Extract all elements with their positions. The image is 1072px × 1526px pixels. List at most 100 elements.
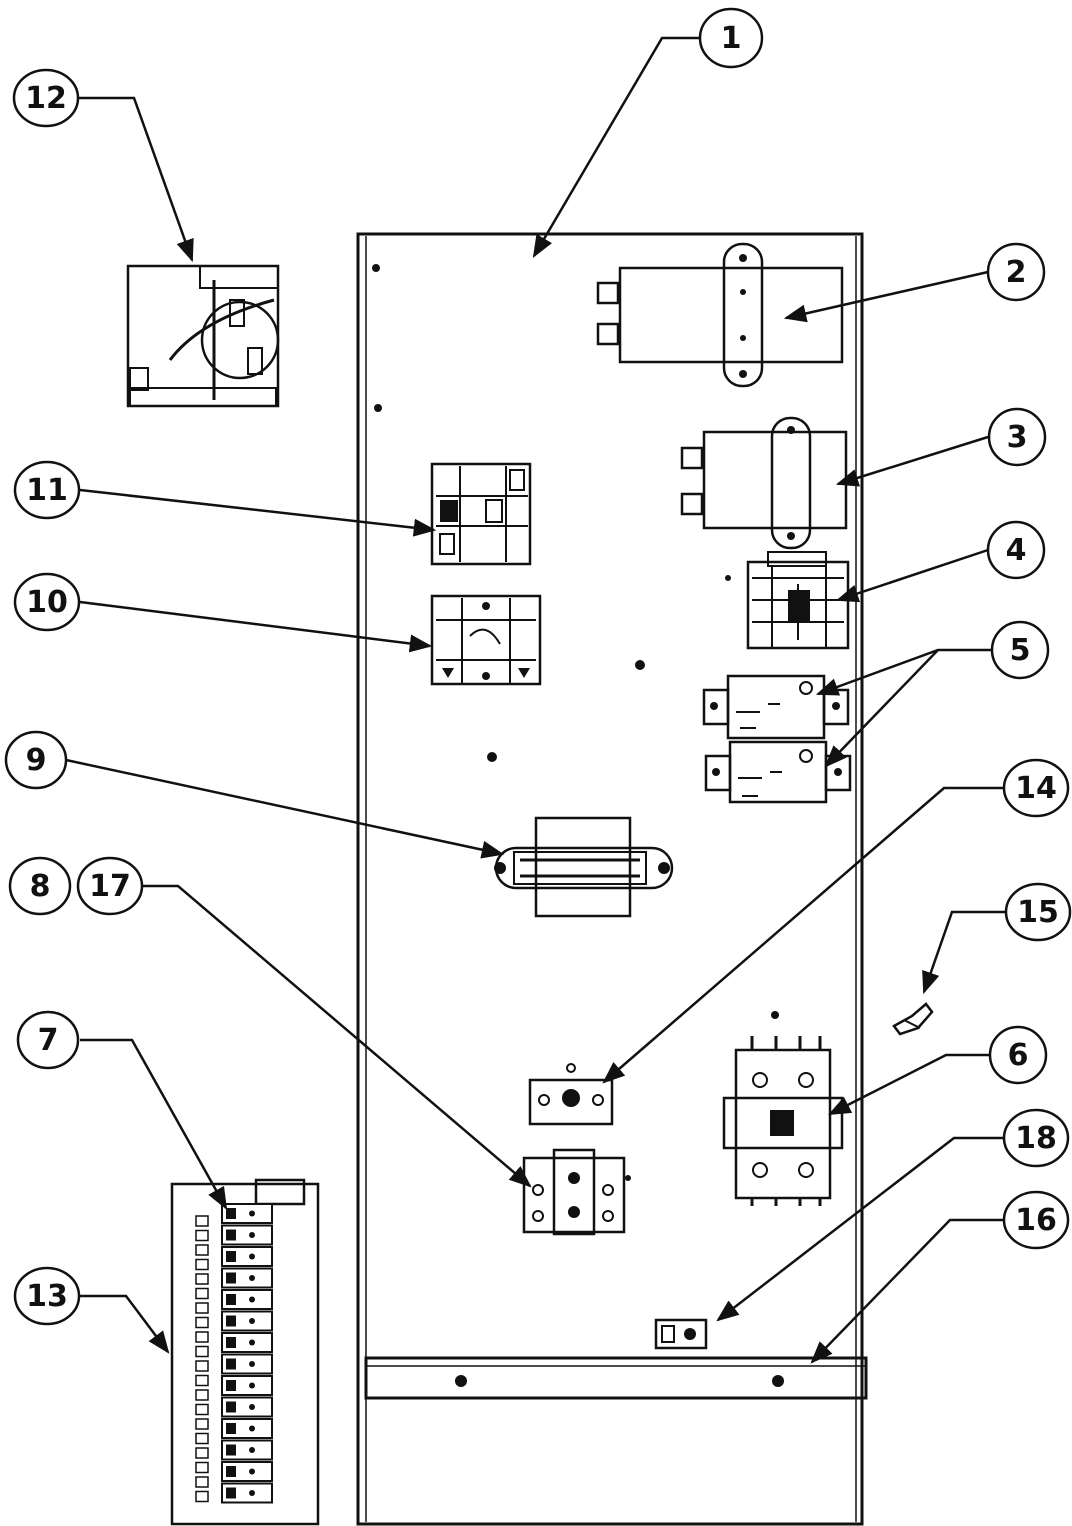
run-capacitor-lower — [680, 416, 848, 550]
tie-point — [195, 1374, 209, 1387]
tie-point — [195, 1331, 209, 1343]
fuse-screw — [249, 1253, 255, 1260]
fuse-clip — [226, 1272, 236, 1284]
callout-14: 14 — [1002, 758, 1070, 818]
fuse-screw — [249, 1296, 255, 1303]
ground-lug-18 — [654, 1318, 708, 1350]
disconnect-switch-12 — [126, 264, 280, 408]
tie-point — [195, 1316, 209, 1329]
callout-8: 8 — [8, 856, 72, 916]
tie-point — [195, 1447, 209, 1459]
svg-text:2: 2 — [1006, 255, 1027, 290]
leader-lines — [65, 36, 1006, 1364]
svg-text:7: 7 — [38, 1023, 59, 1058]
callout-12: 12 — [12, 68, 80, 128]
switch-5-lower — [704, 740, 852, 804]
callout-1: 1 — [698, 7, 764, 69]
fuse-screw — [249, 1232, 255, 1238]
tie-point — [195, 1418, 209, 1430]
callout-10: 10 — [13, 572, 81, 632]
fuse-screw — [249, 1404, 255, 1410]
transformer-9 — [494, 816, 674, 918]
fuse-screw — [249, 1318, 255, 1324]
fuse-screw — [249, 1339, 255, 1346]
fuse-screw — [249, 1468, 255, 1475]
fuse-block-7 — [221, 1203, 273, 1504]
tie-point — [195, 1403, 209, 1416]
tie-point — [195, 1389, 209, 1401]
svg-text:9: 9 — [26, 743, 47, 778]
fuse-clip — [226, 1423, 236, 1434]
svg-text:17: 17 — [89, 869, 131, 904]
svg-text:3: 3 — [1007, 420, 1028, 455]
callout-7: 7 — [16, 1010, 80, 1070]
tie-point — [195, 1476, 209, 1488]
callout-2: 2 — [986, 242, 1046, 302]
svg-text:13: 13 — [26, 1279, 68, 1314]
tie-point — [195, 1461, 209, 1474]
svg-text:14: 14 — [1015, 771, 1057, 806]
fuse-clip — [226, 1358, 236, 1370]
tie-point — [195, 1345, 209, 1358]
svg-text:1: 1 — [721, 21, 742, 56]
tie-points — [195, 1215, 209, 1503]
fuse-screw — [249, 1382, 255, 1389]
contactor-6 — [722, 1036, 844, 1206]
tie-point — [195, 1244, 209, 1256]
svg-text:4: 4 — [1006, 533, 1027, 568]
fuse-screw — [249, 1275, 255, 1281]
callout-3: 3 — [987, 407, 1047, 467]
tie-point — [195, 1302, 209, 1314]
fuse-clip — [226, 1444, 236, 1456]
callout-18: 18 — [1002, 1108, 1070, 1168]
fuse-clip — [226, 1401, 236, 1413]
tie-point — [195, 1360, 209, 1372]
fuse-clip — [226, 1380, 236, 1391]
callout-17: 17 — [76, 856, 144, 916]
svg-text:11: 11 — [26, 473, 68, 508]
fuse-clip — [226, 1337, 236, 1348]
fuse-clip — [226, 1229, 236, 1241]
bottom-bracket — [364, 1356, 868, 1400]
callout-11: 11 — [13, 460, 81, 520]
fuse-screw — [249, 1361, 255, 1367]
svg-text:15: 15 — [1017, 895, 1059, 930]
callout-balloons: 1 2 3 4 5 6 7 8 17 9 10 11 12 13 14 15 1… — [4, 7, 1072, 1326]
wire-tie-15 — [892, 1002, 934, 1036]
fuse-clip — [226, 1466, 236, 1477]
tie-point — [195, 1215, 209, 1227]
fuse-screw — [249, 1210, 255, 1217]
svg-text:18: 18 — [1015, 1121, 1057, 1156]
terminal-strip-13 — [170, 1178, 320, 1526]
callout-13: 13 — [13, 1266, 81, 1326]
fuse-screw — [249, 1447, 255, 1453]
back-panel — [356, 232, 864, 1526]
terminal-block-14 — [528, 1063, 614, 1126]
tie-point — [195, 1258, 209, 1271]
fuse-screw — [249, 1425, 255, 1432]
callout-15: 15 — [1004, 882, 1072, 942]
tie-point — [195, 1490, 209, 1503]
fuse-clip — [226, 1294, 236, 1305]
run-capacitor-top — [596, 242, 844, 388]
fuse-clip — [226, 1487, 236, 1499]
svg-text:16: 16 — [1015, 1203, 1057, 1238]
svg-text:8: 8 — [30, 869, 51, 904]
callout-6: 6 — [988, 1025, 1048, 1085]
circuit-breaker-11 — [430, 462, 532, 566]
terminal-board-8-17 — [522, 1148, 631, 1236]
svg-text:6: 6 — [1008, 1038, 1029, 1073]
callout-9: 9 — [4, 730, 68, 790]
callout-16: 16 — [1002, 1190, 1070, 1250]
relay-10 — [430, 594, 542, 686]
svg-text:5: 5 — [1010, 633, 1031, 668]
svg-text:12: 12 — [25, 81, 67, 116]
relay-4 — [746, 551, 850, 650]
switch-5-upper — [702, 674, 850, 740]
callout-5: 5 — [990, 620, 1050, 680]
fuse-clip — [226, 1315, 236, 1327]
svg-text:10: 10 — [26, 585, 68, 620]
tie-point — [195, 1229, 209, 1242]
fuse-clip — [226, 1208, 236, 1219]
